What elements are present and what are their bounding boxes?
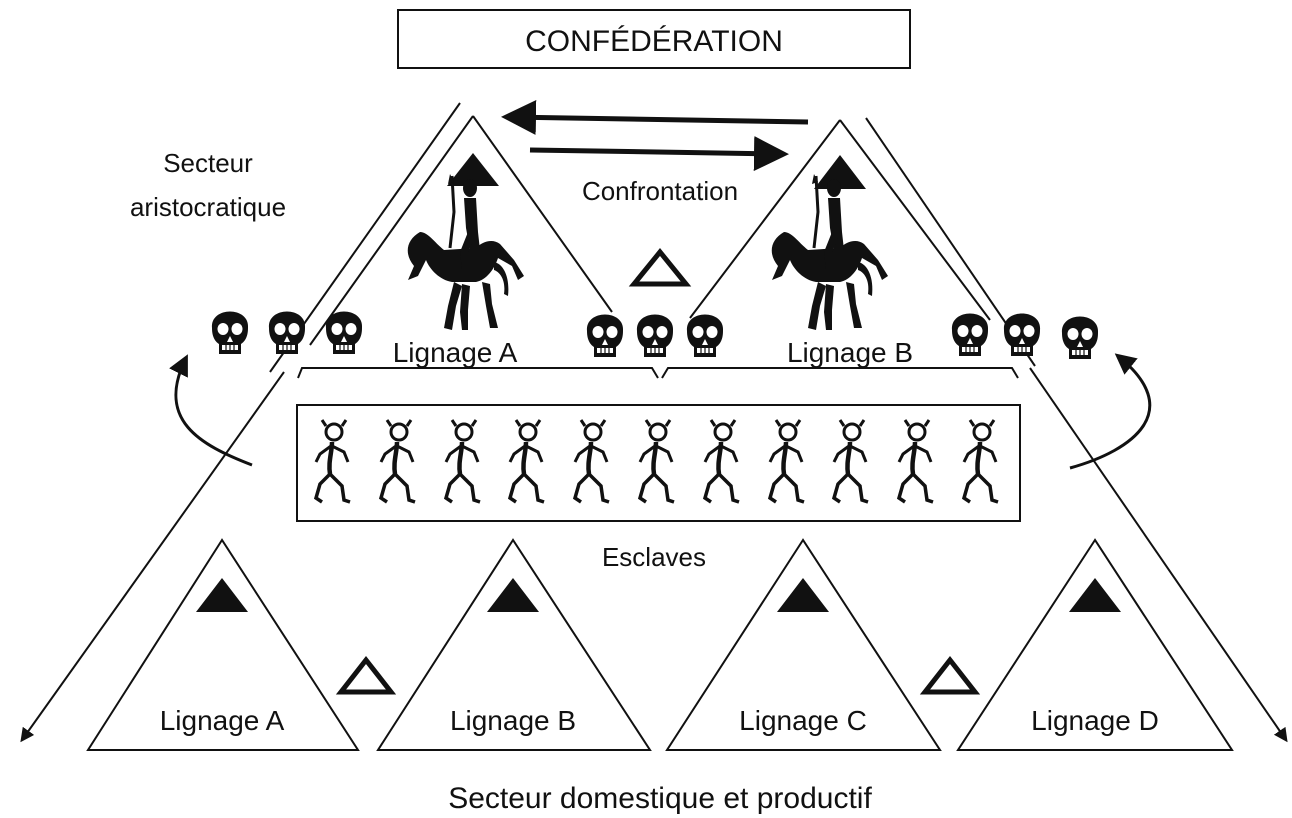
skull-group-middle (586, 313, 724, 358)
filled-triangle-icon (1069, 578, 1121, 612)
skull-icon (1003, 312, 1041, 357)
skull-icon (636, 313, 674, 358)
lower-pyramid-a (86, 538, 360, 751)
filled-triangle-icon (447, 153, 499, 186)
filled-triangle-icon (196, 578, 248, 612)
curved-arrow-right (1069, 353, 1152, 470)
lower-pyramid-b (376, 538, 652, 751)
lower-lineage-d-label: Lignage D (1031, 705, 1159, 736)
lower-lineage-c-label: Lignage C (739, 705, 867, 736)
filled-triangle-icon (487, 578, 539, 612)
skull-icon (268, 310, 306, 355)
horseman-icon (770, 172, 890, 332)
skull-icon (586, 313, 624, 358)
upper-lineage-a-label: Lignage A (393, 337, 518, 368)
hollow-triangle-icon (335, 655, 397, 695)
lower-lineage-b-label: Lignage B (450, 705, 576, 736)
diagonal-arrow-right (1029, 367, 1288, 743)
skull-icon (951, 312, 989, 357)
title-box (397, 9, 911, 69)
skull-icon (1061, 315, 1099, 360)
lower-pyramid-c (665, 538, 942, 751)
diagonal-arrow-left (20, 371, 285, 743)
skull-icon (686, 313, 724, 358)
slaves-label: Esclaves (602, 542, 706, 572)
filled-triangle-icon (777, 578, 829, 612)
skull-group-right (951, 312, 1099, 360)
confrontation-arrow-left (501, 99, 809, 135)
confrontation-label: Confrontation (582, 176, 738, 206)
confrontation-arrow-right (529, 136, 789, 172)
skull-group-left (211, 310, 363, 355)
hollow-triangle-icon (628, 248, 692, 287)
domestic-sector-label: Secteur domestique et productif (448, 782, 872, 815)
lower-lineage-a-label: Lignage A (160, 705, 285, 736)
page-title: CONFÉDÉRATION (525, 25, 783, 58)
skull-icon (211, 310, 249, 355)
upper-lineage-b-label: Lignage B (787, 337, 913, 368)
aristocratic-sector-label-line2: aristocratique (130, 192, 286, 222)
lower-pyramid-d (956, 538, 1234, 751)
skull-icon (325, 310, 363, 355)
curved-arrow-left (169, 354, 253, 467)
horseman-icon (406, 172, 526, 332)
filled-triangle-icon (814, 155, 866, 189)
aristocratic-sector-label-line1: Secteur (163, 148, 253, 178)
hollow-triangle-icon (919, 655, 981, 695)
